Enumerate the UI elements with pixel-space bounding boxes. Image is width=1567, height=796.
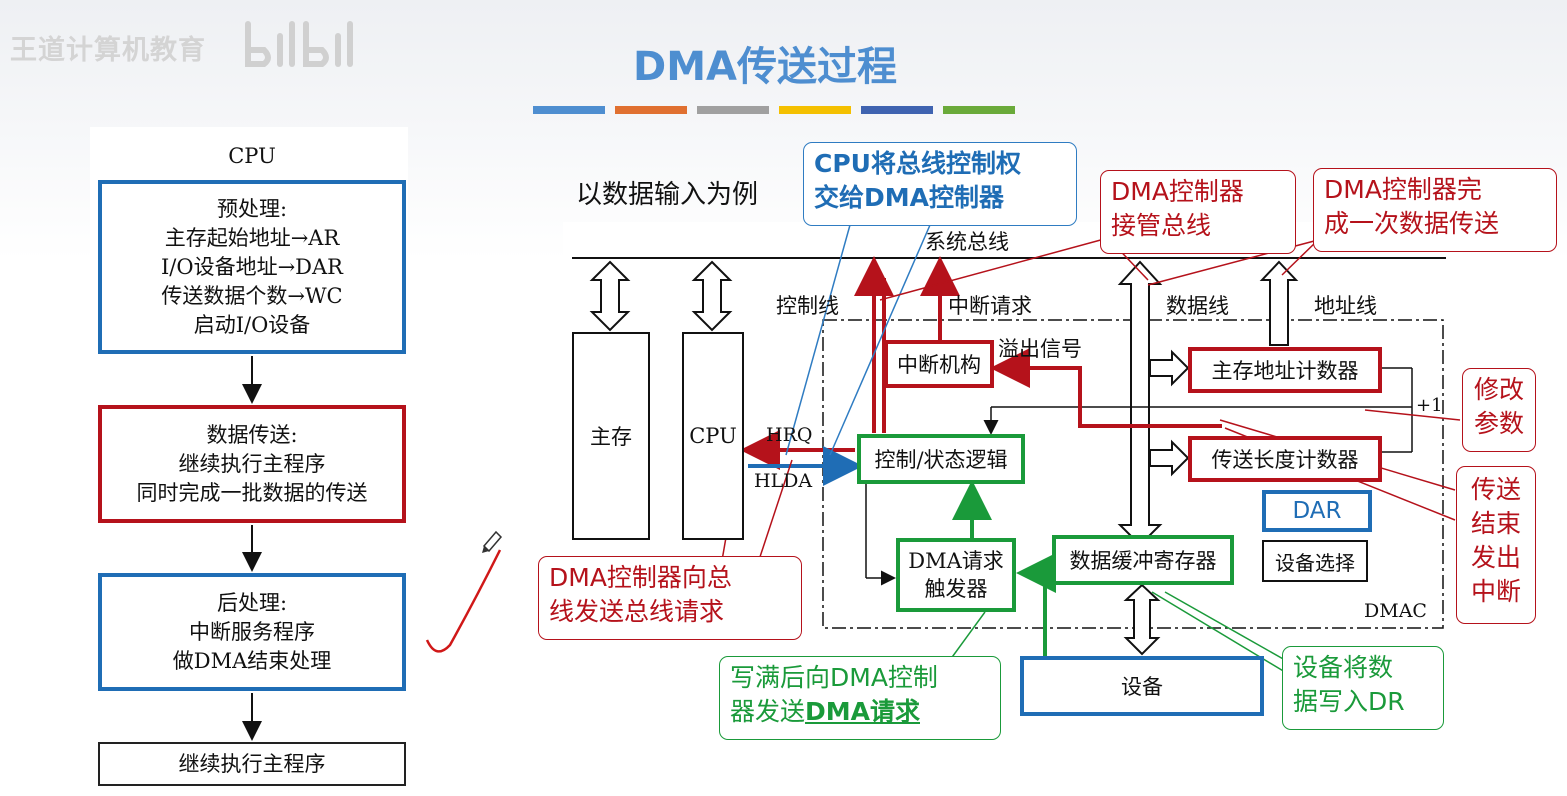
dar-block: DAR bbox=[1262, 490, 1372, 532]
title-stripe-1 bbox=[533, 106, 605, 114]
trigger-line-1: DMA请求 bbox=[908, 549, 1004, 573]
system-bus-label: 系统总线 bbox=[925, 230, 1009, 254]
checkmark-icon bbox=[425, 549, 502, 653]
callout-dma-bus-request: DMA控制器向总线发送总线请求 bbox=[538, 556, 802, 640]
brand-watermark: 王道计算机教育 bbox=[10, 35, 206, 66]
callout-dma-one-transfer: DMA控制器完成一次数据传送 bbox=[1313, 168, 1557, 252]
plus-one-label: +1 bbox=[1416, 395, 1443, 416]
pencil-icon bbox=[482, 530, 503, 553]
device-select-block: 设备选择 bbox=[1262, 540, 1368, 582]
callout-cpu-gives-bus: CPU将总线控制权交给DMA控制器 bbox=[803, 142, 1077, 226]
postprocess-line-3: 做DMA结束处理 bbox=[172, 648, 332, 673]
callout-device-writes-dr: 设备将数据写入DR bbox=[1282, 646, 1444, 730]
interrupt-unit-block: 中断机构 bbox=[884, 340, 994, 388]
control-line-label: 控制线 bbox=[776, 294, 839, 318]
data-buffer-block: 数据缓冲寄存器 bbox=[1052, 535, 1234, 585]
hrq-label: HRQ bbox=[766, 424, 813, 446]
title-stripe-5 bbox=[861, 106, 933, 114]
postprocess-line-2: 中断服务程序 bbox=[188, 619, 315, 644]
dma-request-trigger-block: DMA请求 触发器 bbox=[896, 538, 1016, 612]
control-logic-block: 控制/状态逻辑 bbox=[857, 434, 1025, 484]
hlda-label: HLDA bbox=[754, 470, 813, 492]
title-stripe-4 bbox=[779, 106, 851, 114]
dma-request-emphasis: DMA请求 bbox=[805, 697, 920, 726]
main-memory-block: 主存 bbox=[572, 332, 650, 540]
title-stripe-2 bbox=[615, 106, 687, 114]
bilibili-logo-icon bbox=[245, 21, 353, 67]
address-line-label: 地址线 bbox=[1314, 294, 1377, 318]
address-counter-block: 主存地址计数器 bbox=[1188, 347, 1382, 393]
callout-modify-params: 修改参数 bbox=[1462, 368, 1536, 452]
device-block: 设备 bbox=[1020, 656, 1264, 716]
dmac-label: DMAC bbox=[1364, 600, 1427, 622]
transfer-line-3: 同时完成一批数据的传送 bbox=[136, 480, 368, 505]
flowchart-panel bbox=[90, 127, 408, 796]
preprocess-line-1: 预处理: bbox=[216, 196, 288, 221]
example-text: 以数据输入为例 bbox=[576, 180, 759, 210]
cpu-block: CPU bbox=[682, 332, 744, 540]
postprocess-line-1: 后处理: bbox=[216, 590, 288, 615]
flow-preprocess-box: 预处理: 主存起始地址→AR I/O设备地址→DAR 传送数据个数→WC 启动I/O设备 bbox=[98, 180, 406, 354]
page-title: DMA传送过程 bbox=[633, 44, 897, 90]
trigger-line-2: 触发器 bbox=[924, 577, 988, 601]
callout-transfer-end-interrupt: 传送结束发出中断 bbox=[1456, 466, 1536, 624]
title-stripe-6 bbox=[943, 106, 1015, 114]
transfer-line-1: 数据传送: bbox=[206, 422, 298, 447]
flow-continue-box: 继续执行主程序 bbox=[98, 742, 406, 786]
flow-postprocess-box: 后处理: 中断服务程序做DMA结束处理 bbox=[98, 573, 406, 691]
callout-write-full-request: 写满后向DMA控制 器发送DMA请求 bbox=[719, 656, 1001, 740]
overflow-signal-label: 溢出信号 bbox=[998, 337, 1082, 361]
data-line-label: 数据线 bbox=[1166, 294, 1229, 318]
title-stripe-3 bbox=[697, 106, 769, 114]
flow-cpu-label: CPU bbox=[228, 143, 276, 168]
transfer-line-2: 继续执行主程序 bbox=[178, 451, 326, 476]
preprocess-line-4: 传送数据个数→WC bbox=[161, 283, 343, 308]
preprocess-line-2: 主存起始地址→AR bbox=[164, 225, 340, 250]
flow-transfer-box: 数据传送: 继续执行主程序同时完成一批数据的传送 bbox=[98, 405, 406, 523]
preprocess-line-5: 启动I/O设备 bbox=[193, 312, 311, 337]
preprocess-line-3: I/O设备地址→DAR bbox=[161, 254, 343, 279]
length-counter-block: 传送长度计数器 bbox=[1188, 436, 1382, 482]
callout-dma-takes-bus: DMA控制器接管总线 bbox=[1100, 170, 1296, 254]
interrupt-request-label: 中断请求 bbox=[948, 294, 1032, 318]
